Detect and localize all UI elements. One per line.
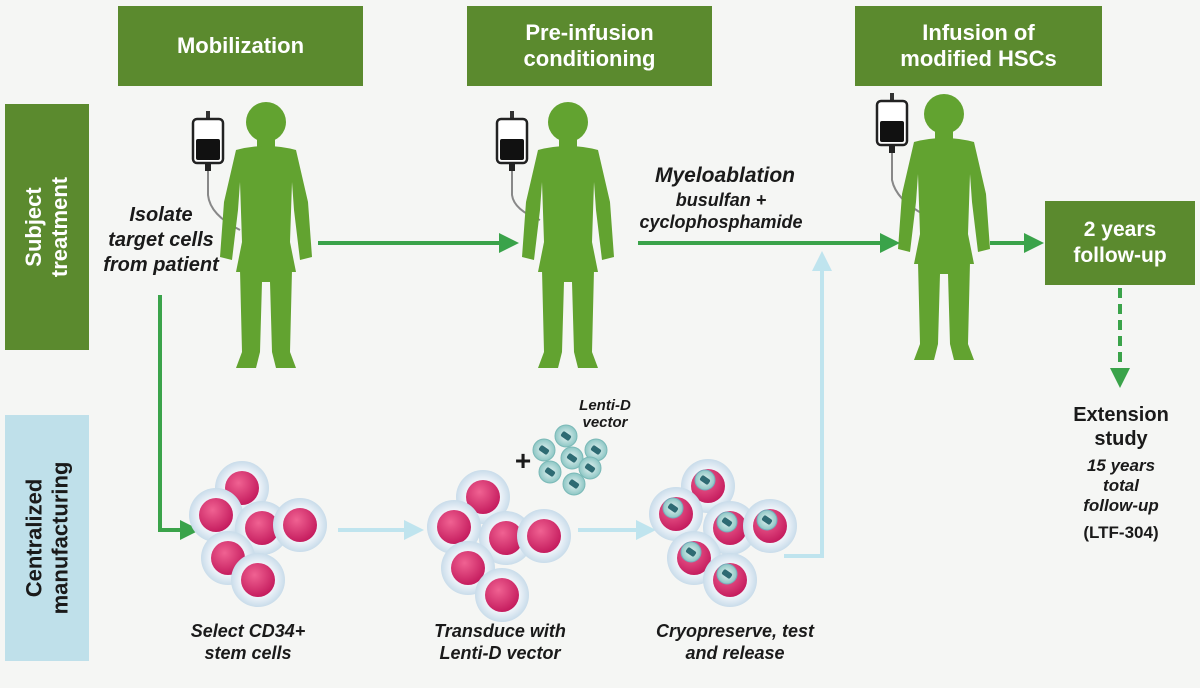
extension-study-years: 15 years total follow-up (1083, 456, 1159, 515)
header-pre-infusion-conditioning: Pre-infusion conditioning (467, 6, 712, 86)
header-infusion: Infusion of modified HSCs (855, 6, 1102, 86)
label-select-cd34: Select CD34+ stem cells (190, 621, 306, 663)
arrow-cryo-to-infusion (784, 251, 832, 558)
label-lenti-d-vector: Lenti-D vector (579, 397, 631, 431)
extension-study-code: (LTF-304) (1083, 523, 1159, 542)
extension-study-title: Extension study (1073, 404, 1169, 450)
iv-bag-icon (495, 109, 529, 173)
iv-bag-icon (875, 91, 909, 155)
label-transduce: Transduce with Lenti-D vector (434, 621, 566, 663)
side-label-subject-treatment: Subject treatment (5, 104, 89, 350)
transduced-cell-cluster-cryo (648, 458, 798, 608)
stem-cell-cluster-select (189, 461, 327, 607)
lenti-d-vector-particles (532, 424, 608, 496)
plus-sign: + (514, 445, 532, 476)
label-cryopreserve: Cryopreserve, test and release (655, 621, 815, 663)
label-isolate-target-cells: Isolate target cells from patient (103, 204, 219, 276)
patient-silhouette-icon (898, 94, 990, 360)
arrow-patient-to-manufacturing (158, 295, 200, 540)
followup-box: 2 years follow-up (1045, 201, 1195, 285)
label-myeloablation-drugs: busulfan + cyclophosphamide (639, 190, 803, 232)
label-myeloablation-title: Myeloablation (654, 164, 796, 187)
patient-silhouette-icon (522, 102, 614, 368)
stem-cell-cluster-transduce (427, 470, 571, 622)
header-mobilization: Mobilization (118, 6, 363, 86)
side-label-centralized-manufacturing: Centralized manufacturing (5, 415, 89, 661)
iv-bag-icon (191, 109, 225, 173)
